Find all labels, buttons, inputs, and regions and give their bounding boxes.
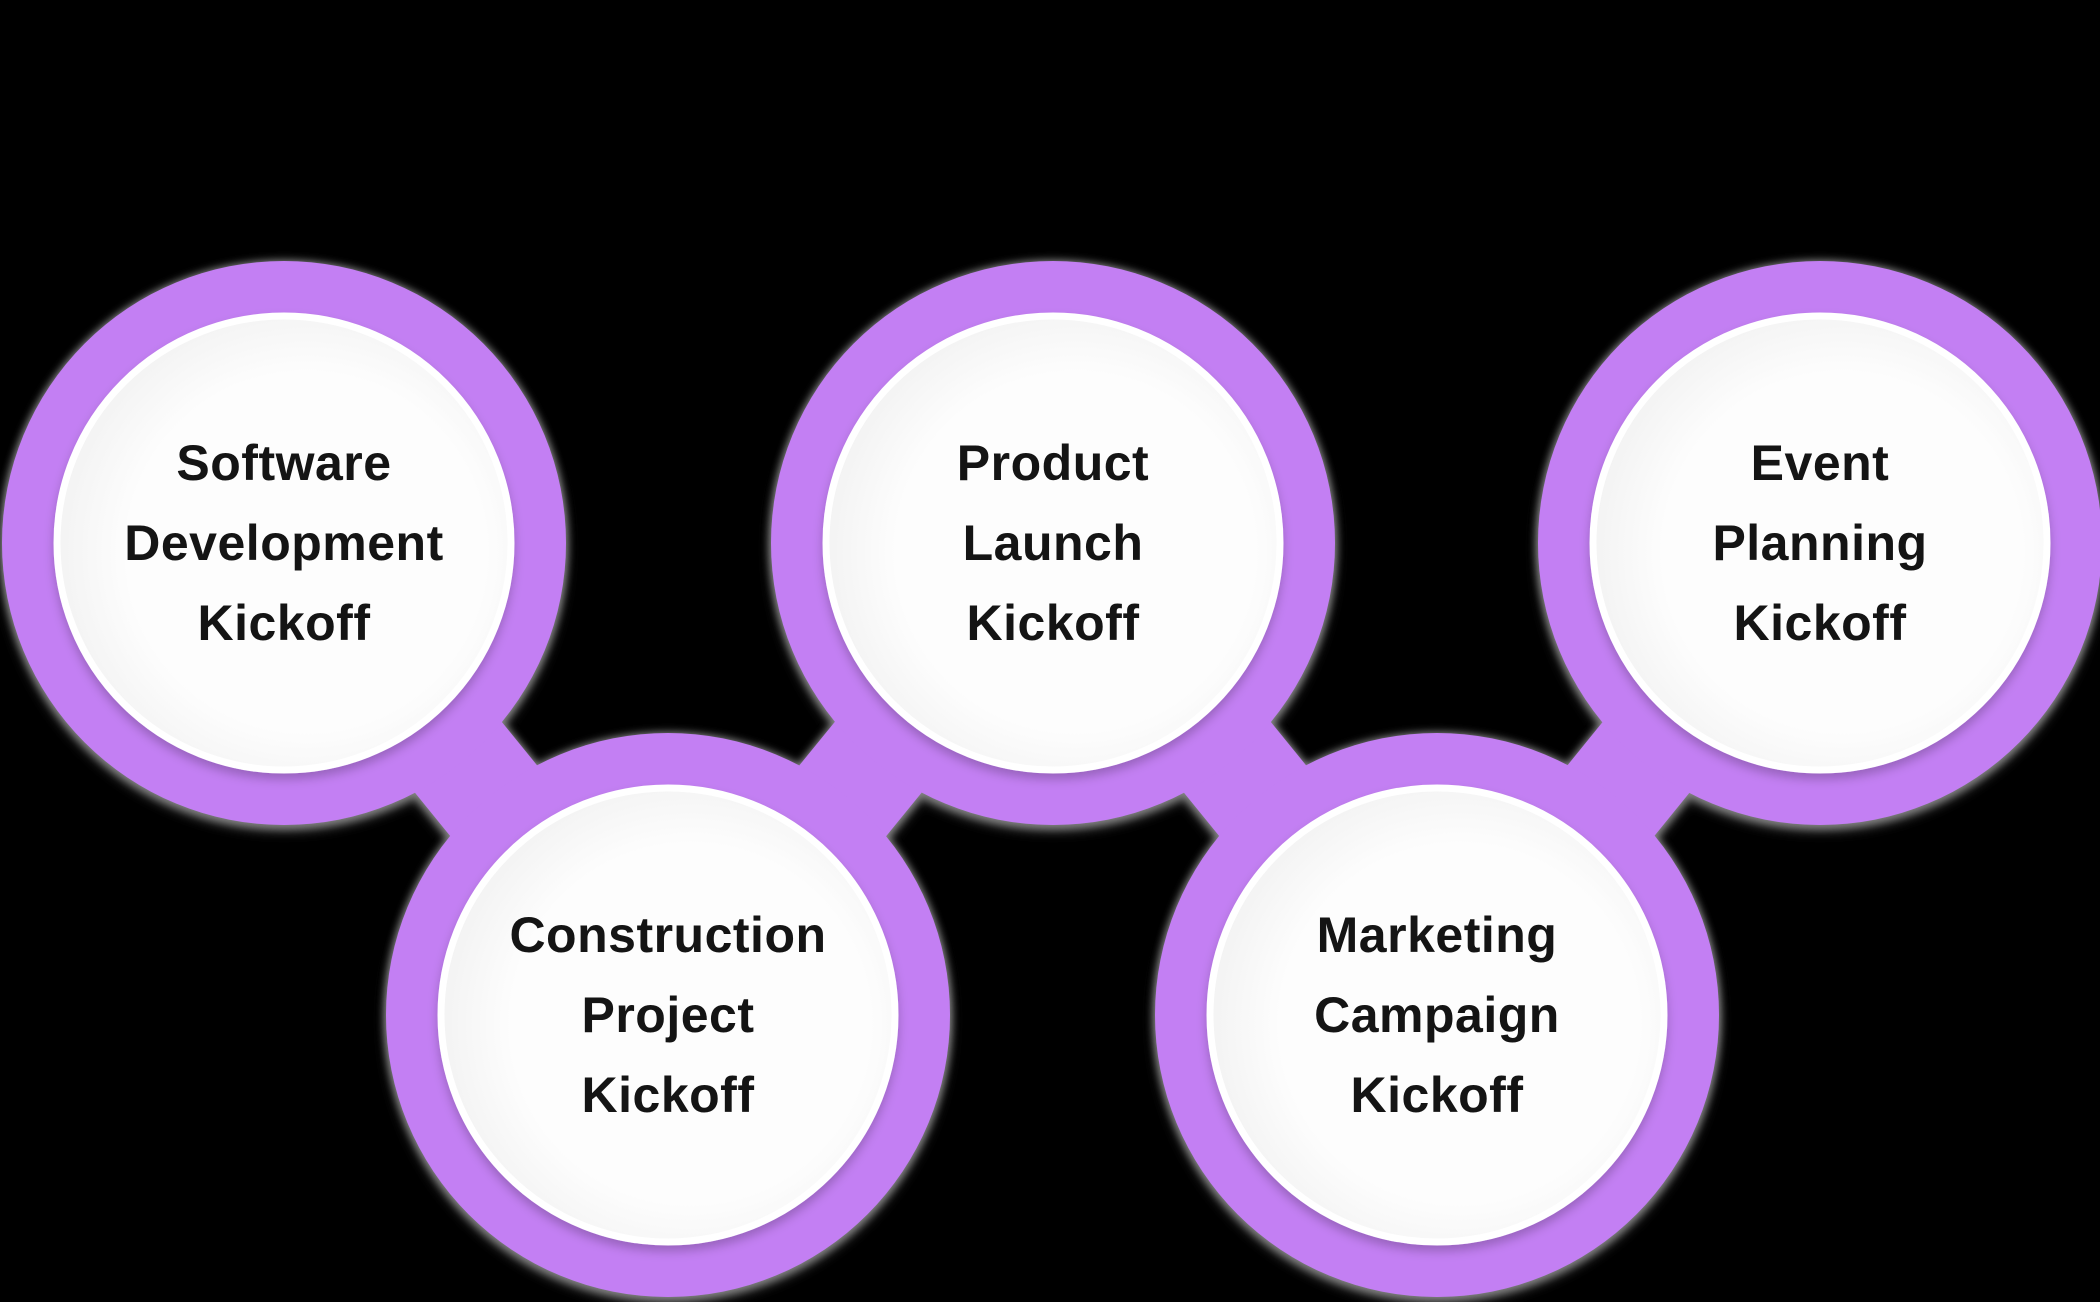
node-label-line: Construction <box>509 907 827 963</box>
node-label-line: Marketing <box>1316 907 1558 963</box>
node-label-line: Kickoff <box>966 595 1140 651</box>
node-label-line: Kickoff <box>581 1067 755 1123</box>
node-label-marketing-campaign-kickoff: Marketing Campaign Kickoff <box>1207 895 1667 1135</box>
node-inner-event-planning-kickoff <box>1589 312 2051 774</box>
node-label-line: Event <box>1750 435 1890 491</box>
node-label-line: Project <box>581 987 755 1043</box>
node-label-line: Campaign <box>1314 987 1560 1043</box>
node-label-line: Product <box>956 435 1150 491</box>
node-label-line: Kickoff <box>1350 1067 1524 1123</box>
node-label-line: Development <box>124 515 444 571</box>
node-inner-software-development-kickoff <box>53 312 515 774</box>
node-label-line: Launch <box>962 515 1144 571</box>
node-label-construction-project-kickoff: Construction Project Kickoff <box>438 895 898 1135</box>
node-inner-construction-project-kickoff <box>437 784 899 1246</box>
node-label-line: Software <box>176 435 392 491</box>
node-label-line: Kickoff <box>1733 595 1907 651</box>
node-label-software-development-kickoff: Software Development Kickoff <box>54 423 514 663</box>
node-label-product-launch-kickoff: Product Launch Kickoff <box>823 423 1283 663</box>
node-label-event-planning-kickoff: Event Planning Kickoff <box>1590 423 2050 663</box>
node-inner-product-launch-kickoff <box>822 312 1284 774</box>
node-inner-marketing-campaign-kickoff <box>1206 784 1668 1246</box>
node-label-line: Kickoff <box>197 595 371 651</box>
node-label-line: Planning <box>1712 515 1928 571</box>
